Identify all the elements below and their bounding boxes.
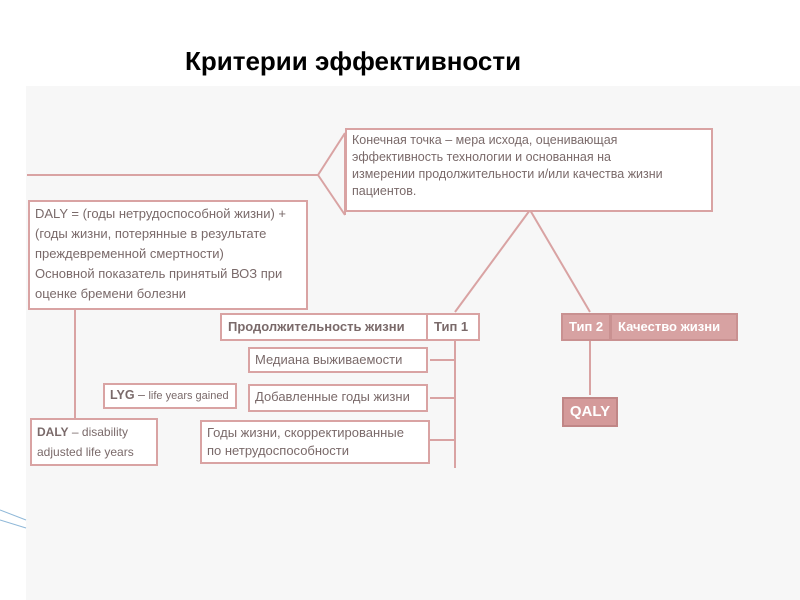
endpoint-line: пациентов. [352,184,417,198]
type1-item-label: Медиана выживаемости [255,352,403,367]
daly-formula-box: DALY = (годы нетрудоспособной жизни) + (… [28,200,308,310]
endpoint-line: измерении продолжительности и/или качест… [352,167,663,181]
daly-dash: – [68,425,82,439]
type1-item-median: Медиана выживаемости [248,347,428,373]
lyg-box: LYG – life years gained [103,383,237,409]
type1-item-label: по нетрудоспособности [207,443,349,458]
qaly-label: QALY [569,403,611,420]
daly-def-line: adjusted life years [37,445,134,459]
type2-type-box: Тип 2 [561,313,611,341]
type2-label: Качество жизни [618,319,721,334]
daly-definition-box: DALY – disability adjusted life years [30,418,158,466]
daly-formula-line: Основной показатель принятый ВОЗ при [35,266,283,281]
lyg-dash: – [134,388,149,402]
type1-item-added-years: Добавленные годы жизни [248,384,428,412]
lyg-text: life years gained [148,390,229,402]
slide-title: Критерии эффективности [185,46,522,76]
daly-formula-line: DALY = (годы нетрудоспособной жизни) + [35,206,287,221]
daly-def-line: disability [81,425,128,439]
daly-formula-line: (годы жизни, потерянные в результате [35,226,267,241]
qaly-box: QALY [562,397,618,427]
daly-abbr: DALY [37,425,69,439]
type1-type: Тип 1 [434,319,469,334]
type2-type: Тип 2 [569,319,604,334]
daly-formula-line: оценке бремени болезни [35,286,187,301]
lyg-abbr: LYG [110,388,135,402]
type1-type-box: Тип 1 [426,313,480,341]
type1-item-daly-years: Годы жизни, скорректированные по нетрудо… [200,420,430,464]
endpoint-line: Конечная точка – мера исхода, оценивающа… [352,133,618,147]
type2-label-box: Качество жизни [610,313,738,341]
daly-formula-line: преждевременной смертности) [35,246,224,261]
type1-item-label: Добавленные годы жизни [255,389,410,404]
type1-item-label: Годы жизни, скорректированные [207,425,404,440]
type1-label: Продолжительность жизни [228,319,405,334]
type1-label-box: Продолжительность жизни [220,313,428,341]
endpoint-line: эффективность технологии и основанная на [352,150,611,164]
endpoint-definition-box: Конечная точка – мера исхода, оценивающа… [345,128,713,212]
